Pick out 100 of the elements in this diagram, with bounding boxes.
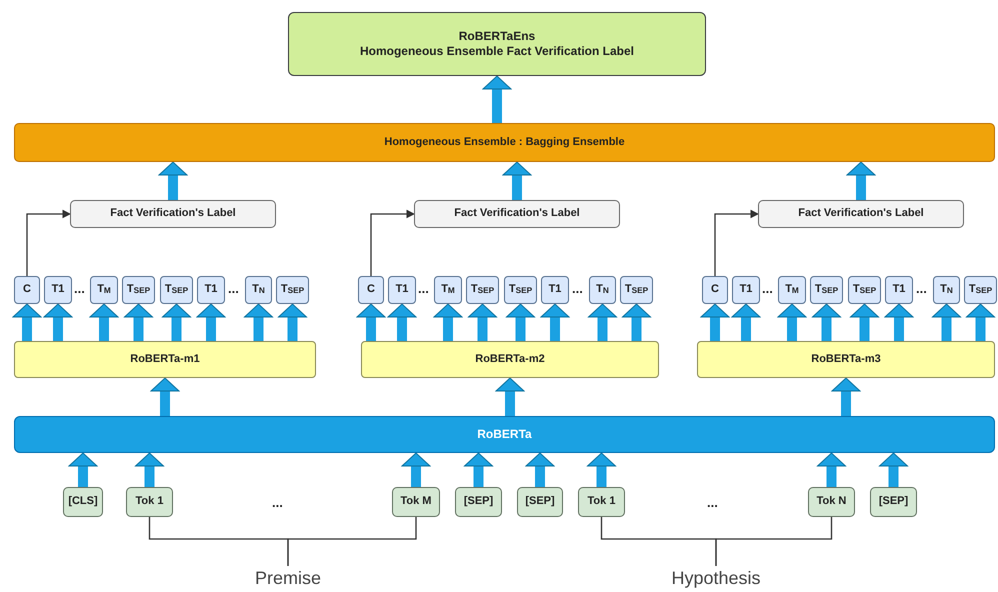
block-arrow bbox=[540, 304, 570, 341]
token-label: [CLS] bbox=[68, 495, 98, 509]
input-group-label: Premise bbox=[238, 566, 338, 590]
box-label: Fact Verification's Label bbox=[454, 207, 580, 221]
token-label: T$_{M}$ bbox=[97, 283, 111, 297]
band-label: Homogeneous Ensemble : Bagging Ensemble bbox=[384, 136, 625, 150]
input-token-box bbox=[808, 487, 855, 517]
token-box bbox=[848, 276, 881, 304]
block-arrow bbox=[12, 304, 42, 341]
token-box bbox=[197, 276, 225, 304]
token-box bbox=[434, 276, 462, 304]
token-label: T1 bbox=[892, 283, 906, 297]
block-arrow bbox=[496, 378, 524, 416]
token-label: T$_{M}$ bbox=[441, 283, 455, 297]
band-label: RoBERTa bbox=[477, 427, 532, 442]
output-box bbox=[288, 12, 706, 76]
block-arrow bbox=[468, 304, 497, 341]
ellipsis: ... bbox=[916, 282, 927, 295]
ellipsis: ... bbox=[74, 282, 85, 295]
box-label: RoBERTaEns bbox=[458, 29, 536, 44]
block-arrow bbox=[44, 304, 72, 341]
token-box bbox=[589, 276, 616, 304]
token-box bbox=[122, 276, 155, 304]
token-box bbox=[358, 276, 384, 304]
token-box bbox=[14, 276, 40, 304]
block-arrow bbox=[879, 452, 908, 487]
ellipsis: ... bbox=[418, 282, 429, 295]
input-token-box bbox=[870, 487, 917, 517]
token-label: C bbox=[367, 283, 375, 297]
ensemble-band bbox=[14, 123, 995, 162]
encoder-band bbox=[14, 416, 995, 453]
block-arrow bbox=[162, 304, 191, 341]
token-box bbox=[541, 276, 569, 304]
token-box bbox=[933, 276, 960, 304]
token-box bbox=[90, 276, 118, 304]
token-box bbox=[276, 276, 309, 304]
token-label: T$_{SEP}$ bbox=[280, 283, 304, 297]
arrow bbox=[370, 210, 414, 276]
token-label: T$_{SEP}$ bbox=[470, 283, 494, 297]
block-arrow bbox=[932, 304, 961, 341]
input-token-box bbox=[392, 487, 440, 517]
block-arrow bbox=[124, 304, 153, 341]
token-label: C bbox=[711, 283, 719, 297]
box-label: RoBERTa-m1 bbox=[130, 352, 200, 366]
arrow bbox=[26, 210, 70, 276]
block-arrow bbox=[812, 304, 841, 341]
token-label: Tok 1 bbox=[136, 495, 164, 509]
block-arrow bbox=[356, 304, 386, 341]
box-label: Homogeneous Ensemble Fact Verification Label bbox=[360, 44, 634, 59]
block-arrow bbox=[622, 304, 651, 341]
token-box bbox=[245, 276, 272, 304]
block-arrow bbox=[832, 378, 860, 416]
token-label: [SEP] bbox=[464, 495, 494, 509]
model-box bbox=[14, 341, 316, 378]
token-label: T$_{SEP}$ bbox=[852, 283, 876, 297]
ellipsis: ... bbox=[762, 282, 773, 295]
box-label: Fact Verification's Label bbox=[798, 207, 924, 221]
input-token-box bbox=[63, 487, 103, 517]
token-label: T$_{N}$ bbox=[252, 283, 265, 297]
input-token-box bbox=[578, 487, 625, 517]
block-arrow bbox=[506, 304, 535, 341]
token-label: T$_{N}$ bbox=[596, 283, 609, 297]
token-label: T1 bbox=[740, 283, 752, 297]
token-label: T$_{SEP}$ bbox=[624, 283, 648, 297]
ellipsis: ... bbox=[707, 496, 718, 509]
block-arrow bbox=[732, 304, 760, 341]
block-arrow bbox=[850, 304, 879, 341]
block-arrow bbox=[966, 304, 995, 341]
token-label: T$_{M}$ bbox=[785, 283, 799, 297]
block-arrow bbox=[68, 452, 98, 487]
input-token-box bbox=[455, 487, 502, 517]
block-arrow bbox=[817, 452, 846, 487]
input-token-box bbox=[126, 487, 173, 517]
token-box bbox=[810, 276, 843, 304]
block-arrow bbox=[587, 452, 616, 487]
label-box bbox=[70, 200, 276, 228]
block-arrow bbox=[196, 304, 226, 341]
box-label: Fact Verification's Label bbox=[110, 207, 236, 221]
token-label: Tok 1 bbox=[588, 495, 616, 509]
arrow bbox=[714, 210, 758, 276]
block-arrow bbox=[778, 304, 806, 341]
block-arrow bbox=[482, 76, 512, 123]
token-label: T$_{SEP}$ bbox=[814, 283, 838, 297]
input-token-box bbox=[517, 487, 563, 517]
block-arrow bbox=[846, 162, 876, 200]
token-box bbox=[964, 276, 997, 304]
token-label: C bbox=[23, 283, 31, 297]
block-arrow bbox=[402, 452, 430, 487]
ellipsis: ... bbox=[272, 496, 283, 509]
token-box bbox=[702, 276, 728, 304]
block-arrow bbox=[884, 304, 914, 341]
token-label: [SEP] bbox=[878, 495, 908, 509]
block-arrow bbox=[502, 162, 532, 200]
block-arrow bbox=[244, 304, 273, 341]
label-box bbox=[414, 200, 620, 228]
block-arrow bbox=[526, 452, 554, 487]
block-arrow bbox=[434, 304, 462, 341]
token-box bbox=[778, 276, 806, 304]
token-label: T$_{SEP}$ bbox=[968, 283, 992, 297]
block-arrow bbox=[150, 378, 180, 416]
